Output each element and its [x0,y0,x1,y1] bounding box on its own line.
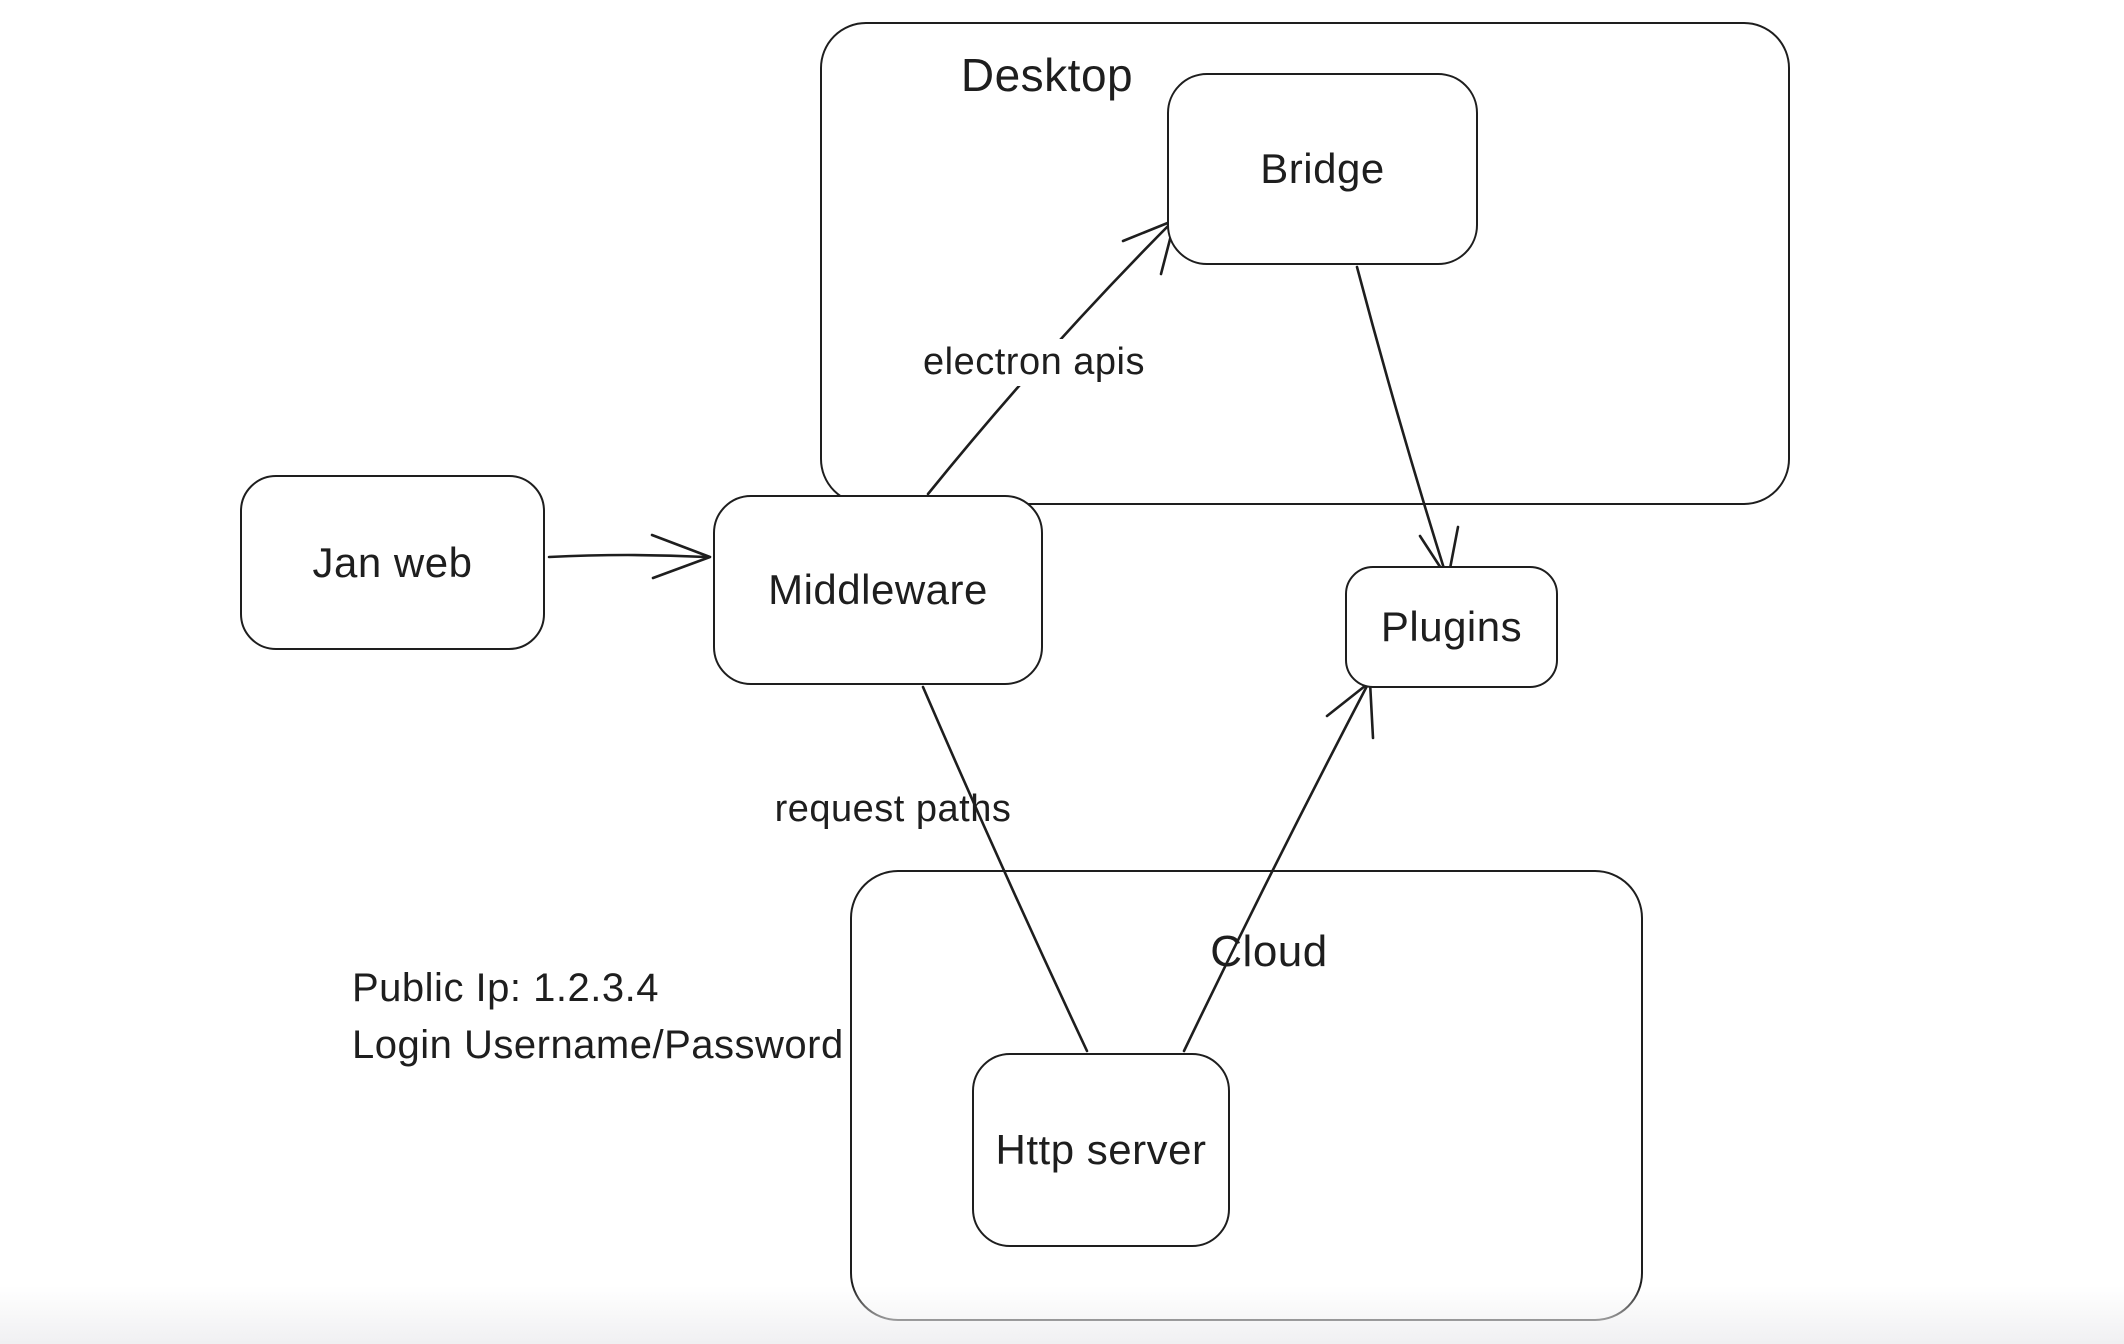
node-middleware-label: Middleware [768,566,988,613]
node-http-server[interactable]: Http server [972,1053,1230,1247]
node-jan-web-label: Jan web [312,538,473,586]
desktop-container[interactable] [820,22,1790,505]
annotation-line-login: Login Username/Password [352,1023,844,1067]
edge-label-electron-apis: electron apis [884,334,1184,390]
edge-http-server-to-plugins[interactable] [1182,682,1370,1053]
node-bridge[interactable]: Bridge [1167,73,1478,265]
node-plugins[interactable]: Plugins [1345,566,1558,688]
edge-jan-web-to-middleware[interactable] [547,553,708,559]
annotation-line-public-ip: Public Ip: 1.2.3.4 [352,966,659,1010]
annotation-text[interactable]: Public Ip: 1.2.3.4 Login Username/Passwo… [352,960,844,1074]
node-bridge-label: Bridge [1260,145,1385,192]
edge-middleware-to-http-server[interactable] [921,685,1089,1053]
edge-label-request-paths: request paths [774,787,1012,830]
edge-bridge-to-plugins[interactable] [1355,265,1448,577]
cloud-container-label: Cloud [1210,927,1328,976]
node-http-server-label: Http server [995,1126,1207,1173]
desktop-container-label: Desktop [960,49,1134,101]
node-middleware[interactable]: Middleware [713,495,1043,685]
edge-jan-web-to-middleware-arrowhead [650,533,712,580]
node-plugins-label: Plugins [1380,603,1523,650]
canvas-bottom-edge-shadow [0,1286,2124,1344]
node-jan-web[interactable]: Jan web [240,475,545,650]
